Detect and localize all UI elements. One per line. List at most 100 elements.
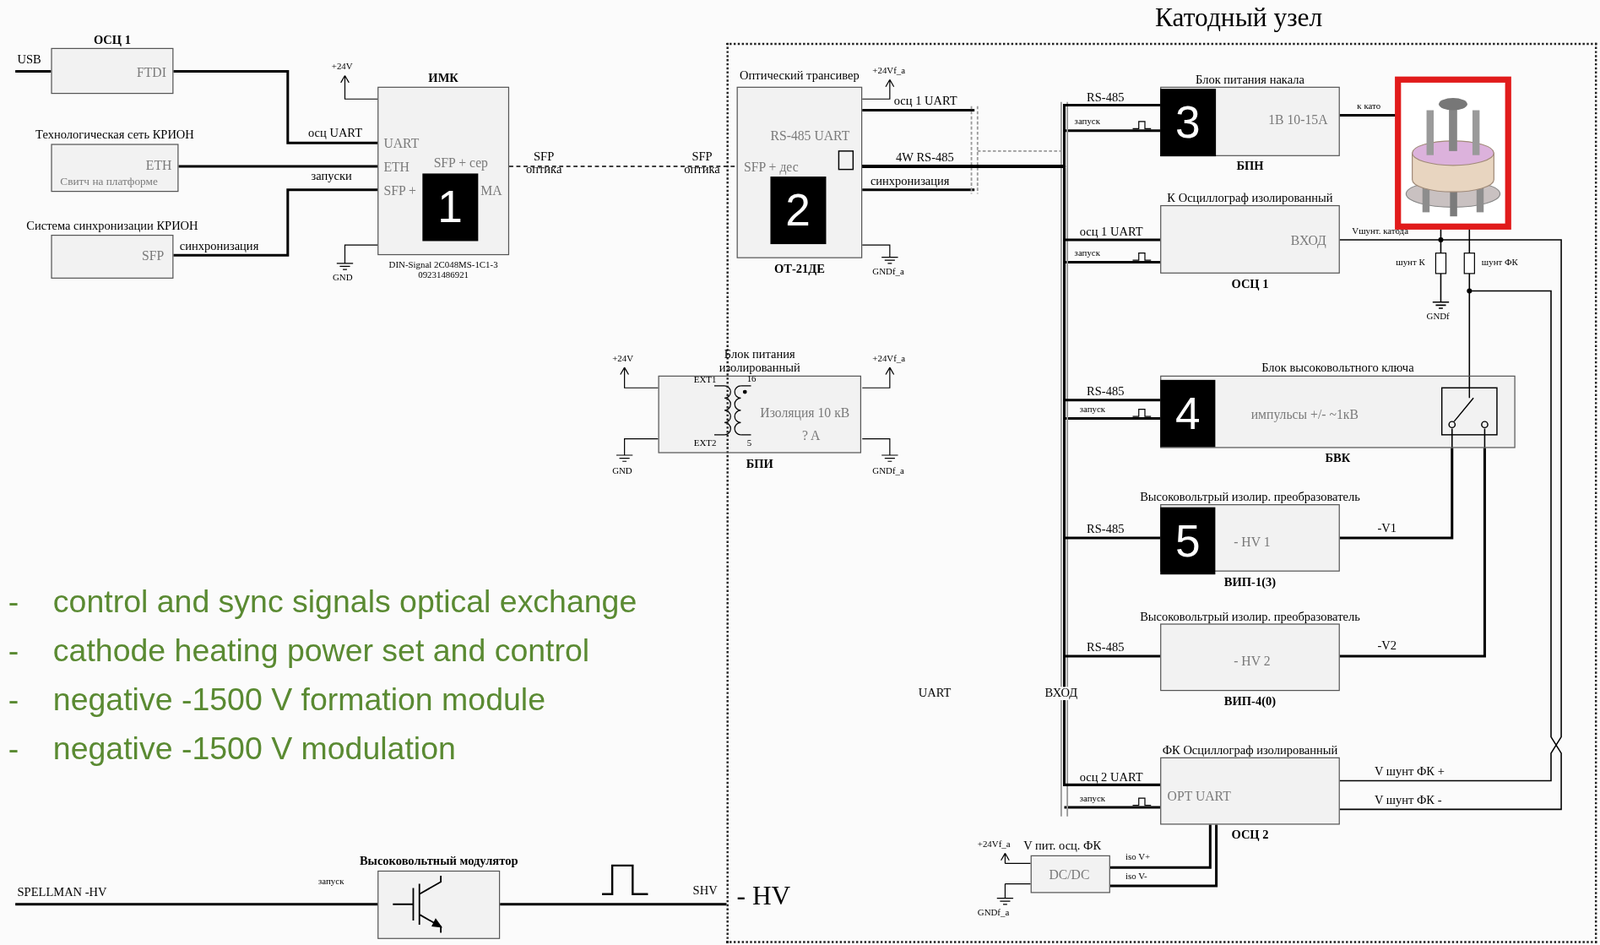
box-fill: [1160, 623, 1340, 691]
cathode-illustration: [1438, 97, 1468, 111]
power-symbol: [620, 367, 659, 388]
signal-label: +24V: [331, 61, 353, 72]
shunt-wire: [1452, 428, 1486, 449]
block-box: Система синхронизации КРИОНSFP: [50, 234, 174, 279]
part-name: ВИП-1(3): [1224, 575, 1276, 590]
box-fill: [1030, 855, 1111, 894]
connector-label: осц UART: [308, 126, 363, 141]
connector-label: синхронизация: [179, 239, 260, 254]
part-name: ОСЦ 1: [1231, 277, 1269, 292]
box-fill: [1160, 205, 1340, 274]
part-name: БПИ: [746, 456, 774, 471]
region-title: Катодный узел: [1155, 4, 1323, 33]
signal-label: RS-485: [1086, 91, 1124, 105]
box-fill: [1160, 757, 1340, 825]
signal-label: +24Vf_a: [872, 352, 906, 364]
part-name: БВК: [1325, 451, 1351, 466]
signal-connector: [862, 166, 1161, 657]
power-symbol: [862, 244, 898, 264]
block-text: RS-485 UART: [770, 128, 850, 143]
signal-label: Vшунт. катода: [1351, 225, 1409, 236]
block-text: - HV 2: [1233, 654, 1270, 669]
signal-label: - HV: [737, 881, 792, 911]
igbt-symbol: [392, 875, 441, 933]
block-heading: Высоковольтрый изолир. преобразователь: [1139, 610, 1361, 624]
shunt-wire: [1440, 226, 1470, 388]
block-box: Высоковольтный модулятор: [377, 870, 500, 939]
box-fill: [1160, 375, 1516, 449]
block-text: SFP + сер: [433, 156, 489, 171]
signal-connector: [862, 166, 1161, 240]
cathode-illustration: [1398, 79, 1509, 227]
signal-label: GNDf: [1426, 311, 1450, 322]
bullet-text: negative -1500 V formation module: [53, 681, 546, 719]
power-symbol: [336, 244, 378, 270]
transformer-symbol: [734, 385, 741, 435]
box-fill: [50, 48, 174, 94]
block-text: ? A: [802, 428, 820, 444]
block-text: Изоляция 10 кВ: [759, 406, 850, 421]
power-symbol: [997, 884, 1031, 905]
cathode-illustration: [1426, 110, 1434, 156]
signal-label: USB: [17, 53, 42, 67]
power-symbol: [336, 75, 1031, 904]
signal-label: GNDf_a: [977, 906, 1009, 917]
block-heading: Блок питания накала: [1195, 73, 1305, 87]
block-text: FTDI: [136, 65, 167, 80]
bullet-text: control and sync signals optical exchang…: [53, 583, 637, 621]
block-heading: Высоковольтрый изолир. преобразователь: [1139, 490, 1361, 505]
signal-label: 5: [747, 437, 752, 448]
signal-connector: [862, 166, 1161, 538]
igbt-symbol: [392, 875, 441, 933]
signal-label: GND: [612, 465, 633, 476]
block-heading: Оптический трансивер: [739, 69, 860, 83]
block-text: ВХОД: [1290, 233, 1327, 249]
box-fill: [658, 375, 863, 454]
junction-dot: [1437, 237, 1472, 293]
part-name: ОСЦ 2: [1231, 828, 1269, 842]
switch-symbol: [1442, 387, 1497, 435]
callout-number: 4: [1160, 379, 1215, 448]
box-fill: [377, 870, 500, 939]
signal-connector: [1339, 448, 1486, 657]
signal-connector: [173, 71, 378, 144]
bus-line: [977, 150, 1062, 152]
power-symbol: [862, 439, 898, 462]
signal-label: осц 1 UART: [894, 94, 958, 109]
wire: [1064, 130, 1161, 808]
signal-label: +24V: [612, 352, 634, 364]
block-box: Технологическая сеть КРИОНETHСвитч на пл…: [50, 143, 179, 192]
signal-label: -V1: [1377, 521, 1398, 536]
block-heading: К Осциллограф изолированный: [1166, 191, 1333, 206]
signal-label: 4W RS-485: [895, 151, 955, 165]
block-box: ФК Осциллограф изолированныйOPT UARTОСЦ …: [1160, 757, 1340, 825]
signal-label: осц 1 UART: [1079, 225, 1144, 239]
bus-line: [971, 106, 978, 195]
part-name: ВИП-4(0): [1224, 694, 1276, 709]
power-symbol: [1001, 852, 1031, 863]
wire: [1110, 824, 1217, 887]
transformer-symbol: [743, 390, 747, 394]
signal-label: V пит. осц. ФК: [1023, 838, 1102, 852]
power-symbol: [341, 75, 379, 99]
block-heading: ФК Осциллограф изолированный: [1162, 743, 1339, 758]
signal-connector: [862, 104, 1161, 167]
signal-label: шунт К: [1395, 257, 1425, 268]
block-text: SFP: [141, 249, 164, 264]
part-name: БПН: [1236, 159, 1264, 174]
signal-label: SFP оптика: [681, 150, 722, 177]
junction-dot: [1437, 237, 1443, 243]
bullet-text: cathode heating power set and control: [53, 632, 590, 670]
power-symbol: [616, 439, 659, 462]
wire: [15, 71, 1399, 905]
resistor-symbol: [1435, 253, 1475, 274]
transformer-symbol: [714, 385, 752, 435]
signal-label: запуск: [1074, 116, 1101, 127]
switch-symbol: [1448, 421, 1455, 428]
signal-label: SPELLMAN -HV: [17, 885, 108, 900]
signal-label: iso V+: [1125, 851, 1150, 862]
signal-label: к като: [1356, 101, 1381, 112]
cathode-illustration: [1472, 110, 1480, 156]
callout-number: 3: [1160, 88, 1215, 157]
bullet-text: -: [8, 583, 19, 621]
